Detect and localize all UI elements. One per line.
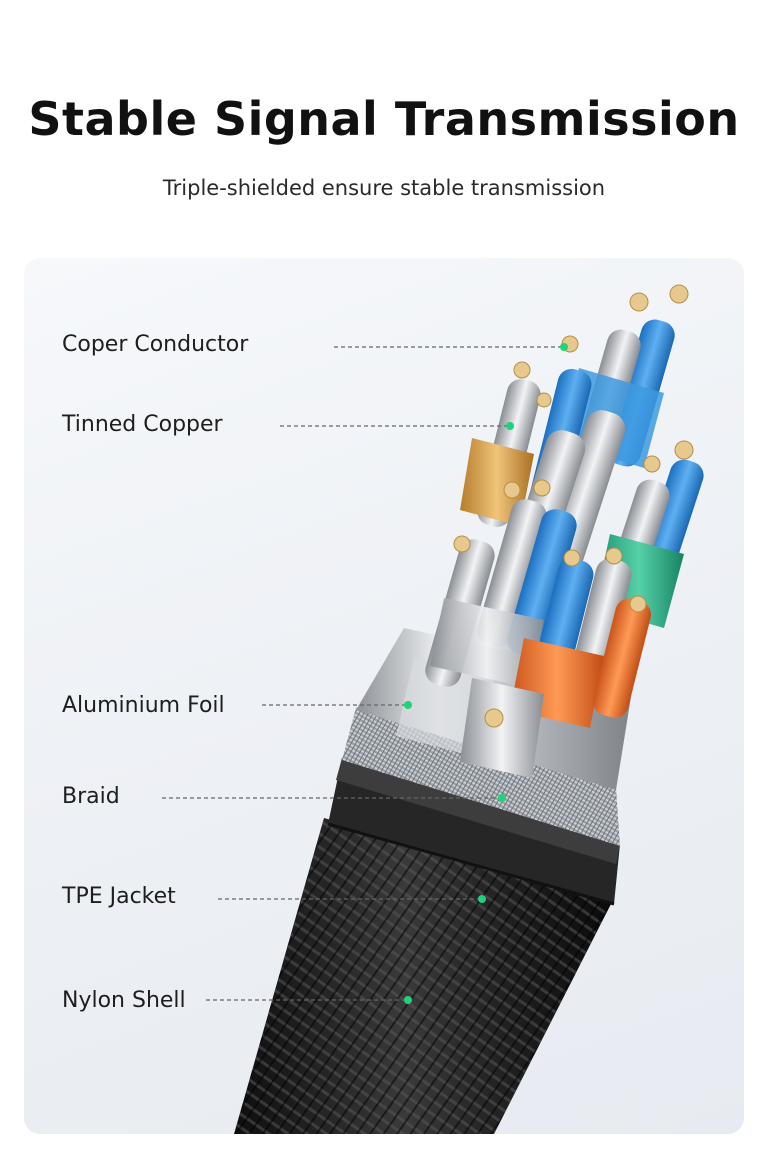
layer-label-braid: Braid (62, 784, 120, 809)
nylon-shell (234, 818, 614, 1134)
layer-label-nylon-shell: Nylon Shell (62, 988, 186, 1013)
cable-illustration-panel: Coper Conductor Tinned Copper Aluminium … (24, 258, 744, 1134)
layer-label-tinned-copper: Tinned Copper (62, 412, 223, 437)
tpe-jacket-dot (478, 895, 486, 903)
conductor-wires (425, 284, 704, 778)
leader-lines (162, 346, 562, 1001)
page-subtitle: Triple-shielded ensure stable transmissi… (162, 176, 606, 200)
layer-label-coper-conductor: Coper Conductor (62, 332, 249, 357)
tinned-copper-dot (506, 422, 514, 430)
layer-label-aluminium-foil: Aluminium Foil (62, 693, 225, 718)
leader-dots (404, 343, 568, 1004)
nylon-shell-dot (404, 996, 412, 1004)
cable-illustration (162, 284, 704, 1134)
page-title: Stable Signal Transmission (28, 92, 740, 146)
tpe-jacket (327, 758, 620, 906)
braid-dot (498, 794, 506, 802)
coper-conductor-dot (560, 343, 568, 351)
layer-label-tpe-jacket: TPE Jacket (62, 884, 176, 909)
aluminium-foil-dot (404, 701, 412, 709)
